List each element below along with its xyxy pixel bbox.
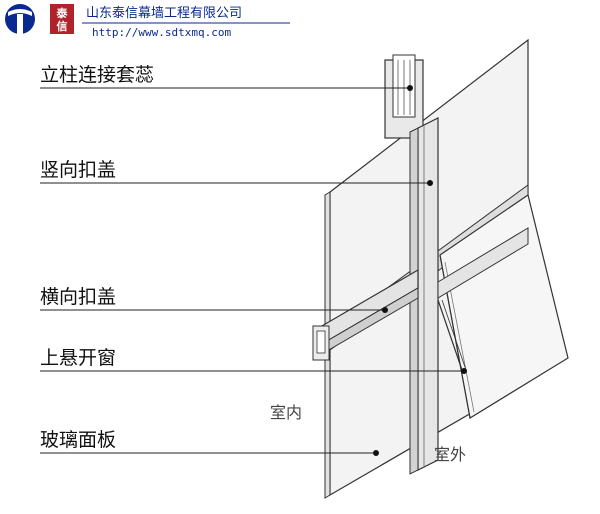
company-header: 泰 信 山东泰信幕墙工程有限公司 http://www.sdtxmq.com xyxy=(5,4,290,39)
label-vertical-cover: 竖向扣盖 xyxy=(40,159,116,181)
seal-stamp-icon: 泰 信 xyxy=(50,4,74,34)
company-url: http://www.sdtxmq.com xyxy=(92,26,231,39)
callout-vertical-cover: 竖向扣盖 xyxy=(40,159,433,186)
curtain-wall-structure xyxy=(312,38,569,499)
label-outdoor: 室外 xyxy=(434,445,466,464)
callout-horizontal-cover: 横向扣盖 xyxy=(40,286,388,313)
callout-column-connector: 立柱连接套蕊 xyxy=(40,64,413,91)
stamp-char-bottom: 信 xyxy=(57,19,68,33)
label-glass-panel: 玻璃面板 xyxy=(40,429,116,451)
callout-top-hung-window: 上悬开窗 xyxy=(40,347,467,374)
company-name: 山东泰信幕墙工程有限公司 xyxy=(86,6,242,21)
label-column-connector: 立柱连接套蕊 xyxy=(40,64,154,86)
label-top-hung-window: 上悬开窗 xyxy=(40,347,116,369)
label-indoor: 室内 xyxy=(270,403,302,422)
callout-glass-panel: 玻璃面板 xyxy=(40,429,379,456)
label-horizontal-cover: 横向扣盖 xyxy=(40,286,116,308)
stamp-char-top: 泰 xyxy=(56,6,69,20)
company-logo-icon xyxy=(5,4,35,34)
